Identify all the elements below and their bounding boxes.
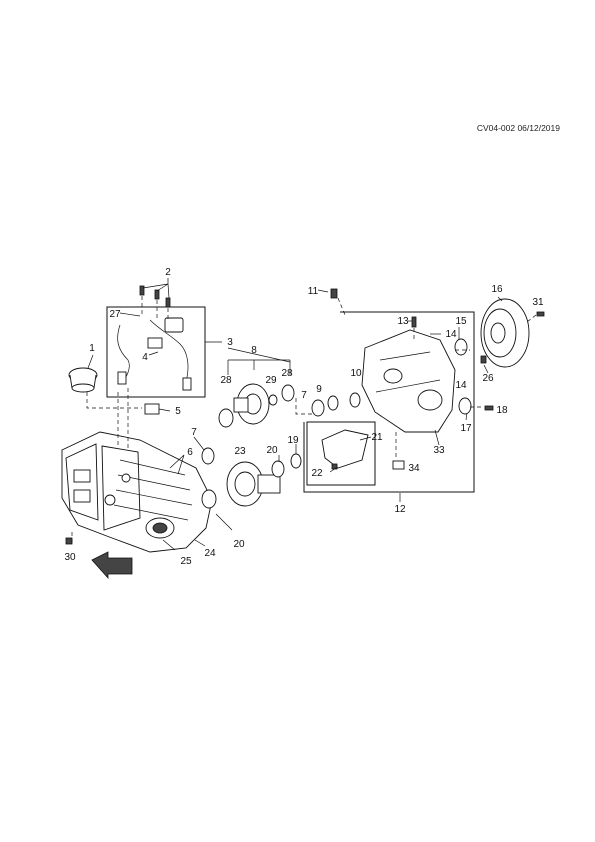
callout-2: 2 [165, 267, 171, 278]
callout-22: 22 [311, 468, 323, 479]
callout-27: 27 [109, 309, 121, 320]
callout-9: 9 [316, 384, 322, 395]
bearing-race-20 [271, 460, 285, 478]
callout-14-lower: 14 [455, 380, 467, 391]
callout-29: 29 [265, 375, 277, 386]
cover-plate [321, 429, 369, 469]
callout-7-right: 7 [301, 390, 307, 401]
converter-housing-group-box [303, 311, 475, 493]
callout-3: 3 [227, 337, 233, 348]
callout-25: 25 [180, 556, 192, 567]
bearing-race-7 [311, 399, 325, 417]
stud-13 [411, 316, 417, 328]
bolts [139, 285, 171, 308]
bolt-30 [65, 537, 73, 545]
callout-8: 8 [251, 345, 257, 356]
torque-converter [480, 298, 530, 368]
callout-30: 30 [64, 552, 76, 563]
snap-ring-19 [290, 453, 302, 469]
wiring-harness [117, 317, 192, 391]
callout-24: 24 [204, 548, 216, 559]
plug-seal [68, 367, 98, 393]
snap-ring-10 [349, 392, 361, 408]
leader-lines [87, 278, 503, 551]
snap-ring-9 [327, 395, 339, 411]
seal-ring-20 [201, 489, 217, 509]
callout-28-left: 28 [220, 375, 232, 386]
bolt-31 [536, 311, 545, 317]
differential-gear [226, 461, 281, 507]
callout-16: 16 [491, 284, 503, 295]
bearing-race-left [201, 447, 215, 465]
callout-18: 18 [496, 405, 508, 416]
plug-11 [330, 288, 338, 299]
sensor [144, 403, 160, 415]
bearing-left [218, 408, 234, 428]
diagram-reference-code: CV04-002 06/12/2019 [476, 123, 560, 133]
cover-bolt [331, 463, 338, 470]
callout-28-right: 28 [281, 368, 293, 379]
callout-33: 33 [433, 445, 445, 456]
callout-31: 31 [532, 297, 544, 308]
cover-sub-box [306, 421, 376, 486]
seal-17 [458, 397, 472, 415]
wiring-harness-group-box [106, 306, 206, 398]
callout-15: 15 [455, 316, 467, 327]
bracket-34 [392, 460, 405, 470]
assembly-lines [71, 296, 537, 545]
bearing-right [281, 384, 295, 402]
callout-10: 10 [350, 368, 362, 379]
intermediate-gear [233, 383, 270, 425]
converter-housing [361, 329, 456, 433]
callout-12: 12 [394, 504, 406, 515]
seal-15 [454, 338, 468, 356]
front-arrow-icon [91, 551, 133, 580]
washer [268, 394, 278, 406]
callout-20-lower: 20 [233, 539, 245, 550]
callout-21: 21 [371, 432, 383, 443]
callout-23: 23 [234, 446, 246, 457]
callout-5: 5 [175, 406, 181, 417]
callout-13: 13 [397, 316, 409, 327]
callout-7-left: 7 [191, 427, 197, 438]
callout-17: 17 [460, 423, 472, 434]
pin-26 [480, 355, 487, 364]
transmission-case [61, 431, 213, 553]
callout-26: 26 [482, 373, 494, 384]
callout-14-upper: 14 [445, 329, 457, 340]
callout-4: 4 [142, 352, 148, 363]
bolt-18 [484, 405, 494, 411]
callout-20-upper: 20 [266, 445, 278, 456]
callout-11: 11 [308, 286, 319, 297]
callout-labels: 1 2 3 4 5 6 7 7 8 9 10 11 12 13 14 14 15… [64, 267, 544, 567]
callout-1: 1 [89, 343, 95, 354]
callout-6: 6 [187, 447, 193, 458]
callout-34: 34 [408, 463, 420, 474]
callout-19: 19 [287, 435, 299, 446]
